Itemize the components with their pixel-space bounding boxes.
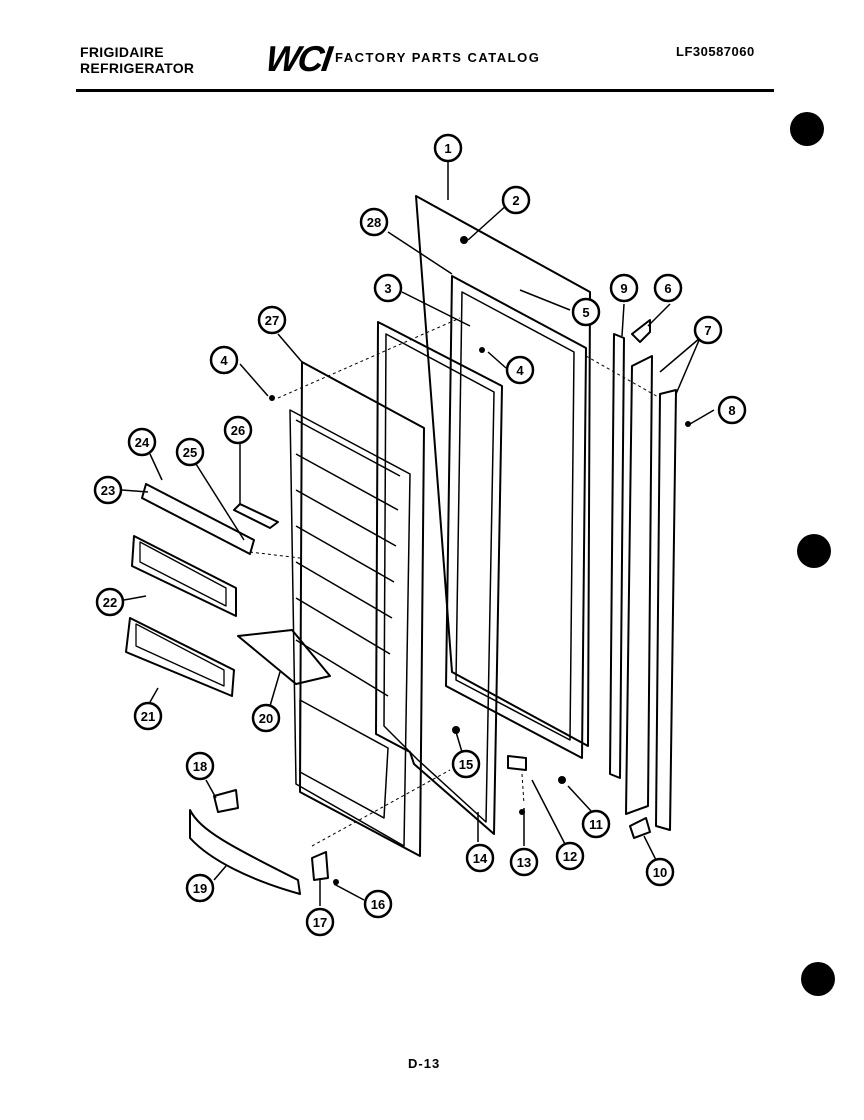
callout-12: 12: [555, 841, 585, 871]
svg-text:8: 8: [728, 403, 735, 418]
catalog-title: FACTORY PARTS CATALOG: [335, 50, 541, 65]
svg-text:15: 15: [459, 757, 473, 772]
callout-26: 26: [223, 415, 253, 445]
svg-text:5: 5: [582, 305, 589, 320]
svg-text:3: 3: [384, 281, 391, 296]
callout-6: 6: [653, 273, 683, 303]
callout-13: 13: [509, 847, 539, 877]
egg-tray: [237, 629, 331, 685]
hinge-strip: [609, 333, 625, 779]
svg-text:25: 25: [183, 445, 197, 460]
svg-text:12: 12: [563, 849, 577, 864]
svg-text:23: 23: [101, 483, 115, 498]
svg-text:26: 26: [231, 423, 245, 438]
svg-text:9: 9: [620, 281, 627, 296]
svg-text:11: 11: [589, 817, 603, 832]
svg-text:27: 27: [265, 313, 279, 328]
side-trim-a: [625, 355, 653, 815]
bin-rail: [141, 483, 255, 555]
lower-bracket: [629, 817, 651, 839]
outer-door-panel: [415, 195, 591, 747]
callout-14: 14: [465, 843, 495, 873]
svg-text:6: 6: [664, 281, 671, 296]
callout-23: 23: [93, 475, 123, 505]
brand-name: FRIGIDAIRE: [80, 44, 164, 60]
door-gasket: [375, 321, 503, 835]
svg-text:4: 4: [516, 363, 524, 378]
callout-10: 10: [645, 857, 675, 887]
callout-17: 17: [305, 907, 335, 937]
svg-text:10: 10: [653, 865, 667, 880]
product-type: REFRIGERATOR: [80, 60, 195, 76]
butter-shelf: [233, 503, 279, 529]
callout-19: 19: [185, 873, 215, 903]
svg-text:20: 20: [259, 711, 273, 726]
callout-3: 3: [373, 273, 403, 303]
door-bin-lower: [125, 617, 235, 697]
binder-hole-bottom: [801, 962, 835, 996]
callout-18: 18: [185, 751, 215, 781]
svg-text:13: 13: [517, 855, 531, 870]
callout-15: 15: [451, 749, 481, 779]
svg-text:19: 19: [193, 881, 207, 896]
binder-hole-top: [790, 112, 824, 146]
product-title: FRIGIDAIRE REFRIGERATOR: [80, 44, 194, 76]
callout-25: 25: [175, 437, 205, 467]
svg-text:22: 22: [103, 595, 117, 610]
callout-4-left: 4: [209, 345, 239, 375]
svg-text:16: 16: [371, 897, 385, 912]
callout-20: 20: [251, 703, 281, 733]
svg-text:4: 4: [220, 353, 228, 368]
upper-bracket: [631, 319, 651, 343]
callout-27: 27: [257, 305, 287, 335]
part-callouts: 1 2 28 3 27 4 4 5 9 6 7 8 24 25 26 23 22…: [93, 133, 747, 937]
callout-7: 7: [693, 315, 723, 345]
callout-1: 1: [433, 133, 463, 163]
page-number: D-13: [408, 1056, 441, 1071]
model-number: LF30587060: [676, 44, 755, 59]
svg-text:21: 21: [141, 709, 155, 724]
callout-16: 16: [363, 889, 393, 919]
svg-text:2: 2: [512, 193, 519, 208]
handle-end-cap-bottom: [311, 851, 329, 881]
callout-9: 9: [609, 273, 639, 303]
header-rule: [76, 89, 774, 92]
handle-end-cap-top: [213, 789, 239, 813]
callout-2: 2: [501, 185, 531, 215]
inner-door-liner: [299, 361, 425, 857]
svg-text:18: 18: [193, 759, 207, 774]
callout-22: 22: [95, 587, 125, 617]
svg-text:28: 28: [367, 215, 381, 230]
callout-8: 8: [717, 395, 747, 425]
callout-5: 5: [571, 297, 601, 327]
svg-text:7: 7: [704, 323, 711, 338]
callout-4-right: 4: [505, 355, 535, 385]
svg-text:17: 17: [313, 915, 327, 930]
door-frame: [445, 275, 587, 759]
callout-24: 24: [127, 427, 157, 457]
side-trim-b: [655, 389, 677, 831]
callout-28: 28: [359, 207, 389, 237]
callout-11: 11: [581, 809, 611, 839]
door-bin-upper: [131, 535, 237, 617]
svg-text:14: 14: [473, 851, 488, 866]
svg-text:1: 1: [444, 141, 451, 156]
lower-hinge-bracket: [507, 755, 527, 771]
binder-hole-middle: [797, 534, 831, 568]
door-handle: [189, 809, 301, 895]
callout-21: 21: [133, 701, 163, 731]
svg-text:24: 24: [135, 435, 150, 450]
